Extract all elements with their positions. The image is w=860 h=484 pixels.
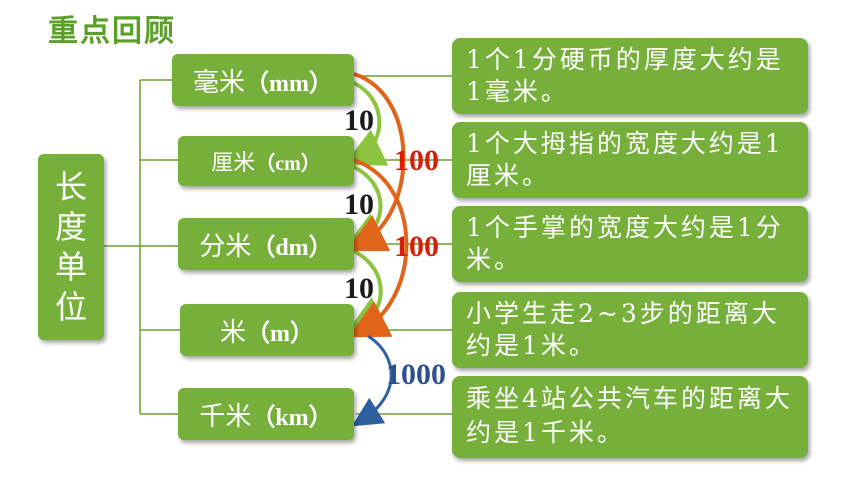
unit-box-mm: 毫米（mm） xyxy=(172,54,354,106)
unit-box-cm: 厘米（cm） xyxy=(178,136,354,186)
conversion-mm-dm: 100 xyxy=(394,144,439,177)
unit-box-km: 千米（km） xyxy=(178,388,354,440)
unit-abbr: （km） xyxy=(251,404,333,431)
tree-lines xyxy=(104,79,180,415)
unit-abbr: （m） xyxy=(246,320,314,347)
description-dm: 1个手掌的宽度大约是1分米。 xyxy=(452,206,808,282)
root-char: 长 xyxy=(54,168,87,206)
conversion-dm-m: 10 xyxy=(344,272,374,305)
unit-name: 千米 xyxy=(199,401,252,432)
root-box-length-units: 长 度 单 位 xyxy=(38,154,104,340)
unit-name: 厘米 xyxy=(211,151,256,176)
root-char: 度 xyxy=(54,208,87,246)
unit-name: 毫米 xyxy=(193,67,246,98)
unit-name: 米 xyxy=(219,317,246,348)
conversion-cm-m: 100 xyxy=(394,230,439,263)
description-km: 乘坐4站公共汽车的距离大约是1千米。 xyxy=(452,376,808,458)
unit-box-dm: 分米（dm） xyxy=(178,218,354,270)
conversion-m-km: 1000 xyxy=(386,358,446,391)
unit-abbr: （mm） xyxy=(245,70,333,97)
arrow-cm-m xyxy=(347,158,409,338)
description-mm: 1个1分硬币的厚度大约是1毫米。 xyxy=(452,38,808,114)
conversion-cm-dm: 10 xyxy=(344,188,374,221)
arrow-mm-cm xyxy=(343,80,389,166)
root-char: 位 xyxy=(54,288,87,326)
unit-abbr: （cm） xyxy=(255,152,321,175)
unit-name: 分米 xyxy=(199,231,252,262)
description-m: 小学生走2~3步的距离大约是1米。 xyxy=(452,292,808,368)
unit-box-m: 米（m） xyxy=(180,304,354,356)
description-cm: 1个大拇指的宽度大约是1厘米。 xyxy=(452,122,808,198)
unit-abbr: （dm） xyxy=(251,234,333,261)
conversion-mm-cm: 10 xyxy=(344,104,374,137)
arrow-m-km xyxy=(351,334,393,427)
arrow-mm-dm xyxy=(345,72,406,252)
root-char: 单 xyxy=(54,248,87,286)
page-title: 重点回顾 xyxy=(48,14,176,49)
